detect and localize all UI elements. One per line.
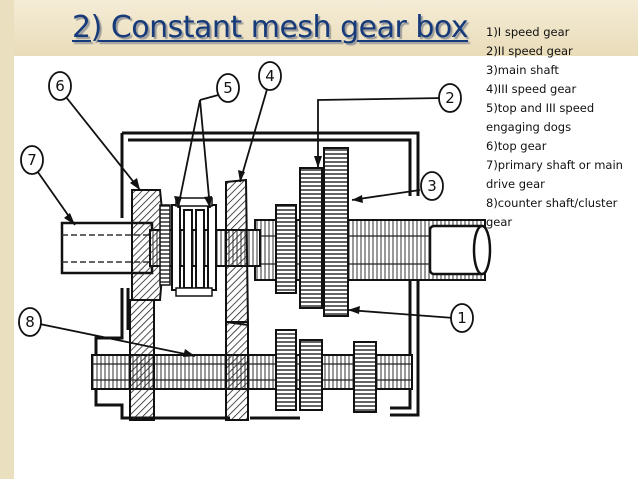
svg-text:8: 8 [25, 313, 35, 331]
svg-text:1: 1 [457, 309, 467, 327]
svg-text:3: 3 [427, 177, 437, 195]
callout-1: 1 [450, 303, 474, 333]
callout-5: 5 [216, 73, 240, 103]
svg-text:2: 2 [445, 89, 455, 107]
legend-item-6: 6)top gear [486, 139, 547, 153]
title-band [0, 0, 638, 56]
first-speed-gear [323, 147, 377, 413]
legend-item-5: 5)top and III speed engaging dogs [486, 101, 595, 134]
left-decor-band [0, 0, 14, 479]
callout-4: 4 [258, 61, 282, 91]
callout-6: 6 [48, 71, 72, 101]
slide-title: 2) Constant mesh gear box [72, 10, 469, 45]
idler-gear-pair [275, 204, 297, 411]
svg-text:5: 5 [223, 79, 233, 97]
callout-3: 3 [420, 171, 444, 201]
third-speed-gear [225, 178, 250, 421]
gearbox-diagram: 1 2 3 4 5 6 7 8 [18, 61, 492, 421]
svg-text:4: 4 [265, 67, 275, 85]
legend-item-1: 1)I speed gear [486, 25, 570, 39]
legend-item-2: 2)II speed gear [486, 44, 573, 58]
legend-item-4: 4)III speed gear [486, 82, 577, 96]
legend-item-8: 8)counter shaft/cluster gear [486, 196, 618, 229]
leader-lines [29, 85, 455, 357]
engaging-dogs [171, 197, 217, 297]
legend-item-7: 7)primary shaft or main drive gear [486, 158, 623, 191]
callout-2: 2 [438, 83, 462, 113]
parts-legend: 1)I speed gear 2)II speed gear 3)main sh… [486, 23, 634, 232]
gearbox-casing [94, 131, 420, 420]
top-gear [131, 189, 171, 301]
svg-text:6: 6 [55, 77, 65, 95]
callout-7: 7 [20, 145, 44, 175]
callout-8: 8 [18, 307, 42, 337]
legend-item-3: 3)main shaft [486, 63, 559, 77]
leader-arrowheads [64, 156, 363, 357]
counter-drive-gear [129, 299, 155, 421]
svg-text:7: 7 [27, 151, 37, 169]
second-speed-gear [299, 167, 323, 411]
